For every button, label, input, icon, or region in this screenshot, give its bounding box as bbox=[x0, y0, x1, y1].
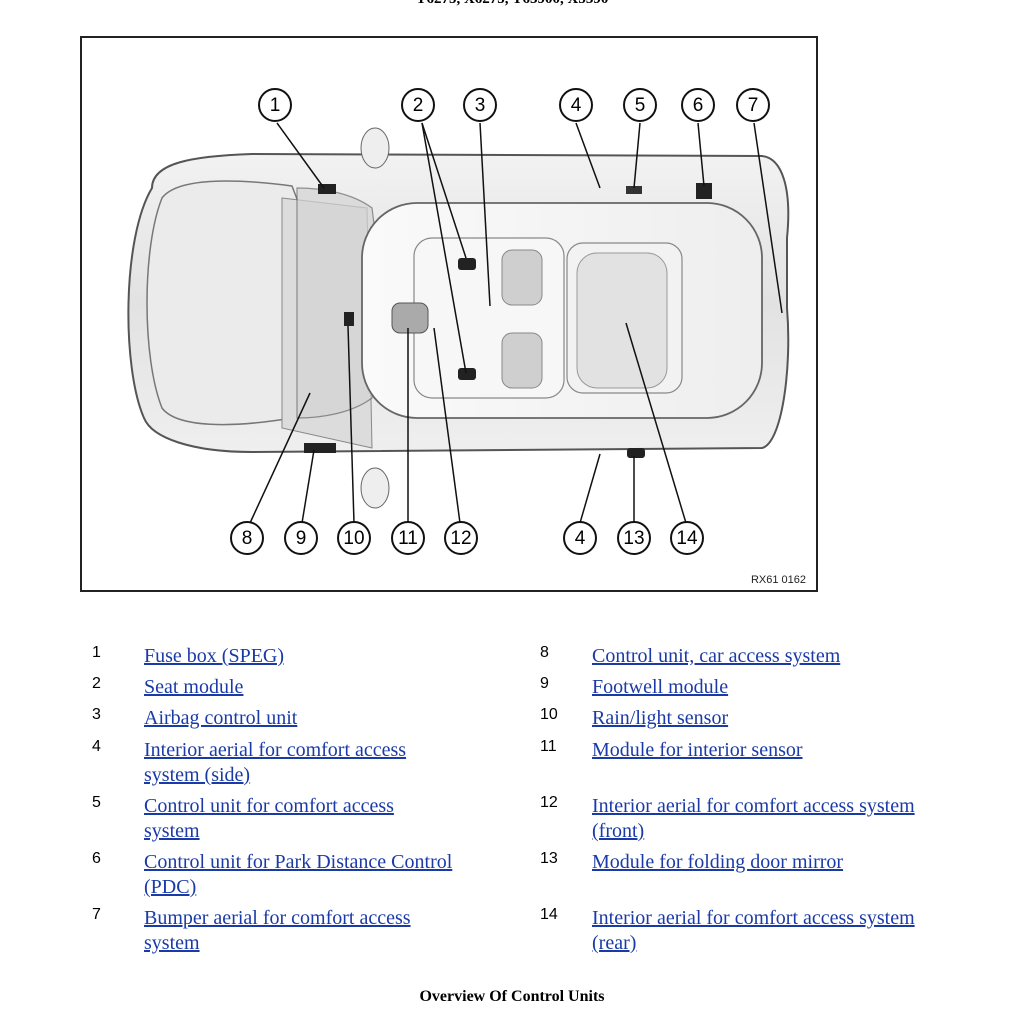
legend-number: 6 bbox=[92, 850, 101, 867]
callout-12: 12 bbox=[444, 521, 478, 555]
callout-3: 3 bbox=[463, 88, 497, 122]
callout-9: 9 bbox=[284, 521, 318, 555]
legend-link[interactable]: Fuse box (SPEG) bbox=[144, 645, 285, 667]
module-rain-sensor bbox=[344, 312, 354, 326]
figure-code: RX61 0162 bbox=[750, 574, 806, 586]
callout-7: 7 bbox=[736, 88, 770, 122]
legend-number: 3 bbox=[92, 706, 101, 723]
module-pdc bbox=[696, 183, 712, 199]
module-interior-sensor bbox=[391, 302, 429, 334]
legend-number: 13 bbox=[540, 850, 558, 867]
callout-2: 2 bbox=[401, 88, 435, 122]
module-comfort-access bbox=[626, 186, 642, 194]
module-seat-bottom bbox=[458, 368, 476, 380]
rear-bench bbox=[576, 252, 668, 389]
seat-left bbox=[501, 249, 543, 306]
legend-link[interactable]: Control unit for comfort access system bbox=[144, 795, 394, 842]
callout-8: 8 bbox=[230, 521, 264, 555]
module-fuse-box bbox=[318, 184, 336, 194]
seat-right bbox=[501, 332, 543, 389]
legend-link[interactable]: Module for interior sensor bbox=[592, 739, 803, 761]
legend-link[interactable]: Interior aerial for comfort access syste… bbox=[592, 795, 915, 842]
car-hood bbox=[146, 180, 313, 426]
legend-number: 5 bbox=[92, 794, 101, 811]
legend-number: 1 bbox=[92, 644, 101, 661]
module-car-access bbox=[304, 443, 336, 453]
legend-link[interactable]: Airbag control unit bbox=[144, 707, 298, 729]
legend-number: 12 bbox=[540, 794, 558, 811]
legend-link[interactable]: Control unit for Park Distance Control (… bbox=[144, 851, 453, 898]
callout-6: 6 bbox=[681, 88, 715, 122]
car-diagram-figure: 1 2 3 4 5 6 7 8 9 10 11 12 4 13 14 RX61 … bbox=[80, 36, 818, 592]
legend-number: 11 bbox=[540, 738, 557, 755]
mirror-bottom bbox=[360, 467, 390, 509]
legend-number: 7 bbox=[92, 906, 101, 923]
legend-link[interactable]: Bumper aerial for comfort access system bbox=[144, 907, 411, 954]
legend-number: 2 bbox=[92, 675, 101, 692]
legend-number: 14 bbox=[540, 906, 558, 923]
module-seat-top bbox=[458, 258, 476, 270]
car-top-view-illustration bbox=[127, 122, 790, 524]
legend-link[interactable]: Interior aerial for comfort access syste… bbox=[144, 739, 407, 786]
callout-11: 11 bbox=[391, 521, 425, 555]
callout-4-top: 4 bbox=[559, 88, 593, 122]
legend-link[interactable]: Footwell module bbox=[592, 676, 729, 698]
legend-number: 10 bbox=[540, 706, 558, 723]
leader-lines bbox=[249, 122, 783, 524]
callout-5: 5 bbox=[623, 88, 657, 122]
legend-link[interactable]: Interior aerial for comfort access syste… bbox=[592, 907, 915, 954]
legend-link[interactable]: Control unit, car access system bbox=[592, 645, 841, 667]
model-codes-header: Y6275, X6275, Y63900, X5390 bbox=[0, 0, 1024, 8]
module-folding-mirror bbox=[627, 448, 645, 458]
callout-4-bottom: 4 bbox=[563, 521, 597, 555]
callout-14: 14 bbox=[670, 521, 704, 555]
legend-number: 8 bbox=[540, 644, 549, 661]
legend-link[interactable]: Seat module bbox=[144, 676, 244, 698]
figure-caption: Overview Of Control Units bbox=[419, 988, 605, 1005]
legend-number: 4 bbox=[92, 738, 101, 755]
legend-link[interactable]: Rain/light sensor bbox=[592, 707, 729, 729]
callout-1: 1 bbox=[258, 88, 292, 122]
legend-number: 9 bbox=[540, 675, 549, 692]
mirror-top bbox=[360, 127, 390, 169]
callout-10: 10 bbox=[337, 521, 371, 555]
legend-link[interactable]: Module for folding door mirror bbox=[592, 851, 844, 873]
callout-13: 13 bbox=[617, 521, 651, 555]
